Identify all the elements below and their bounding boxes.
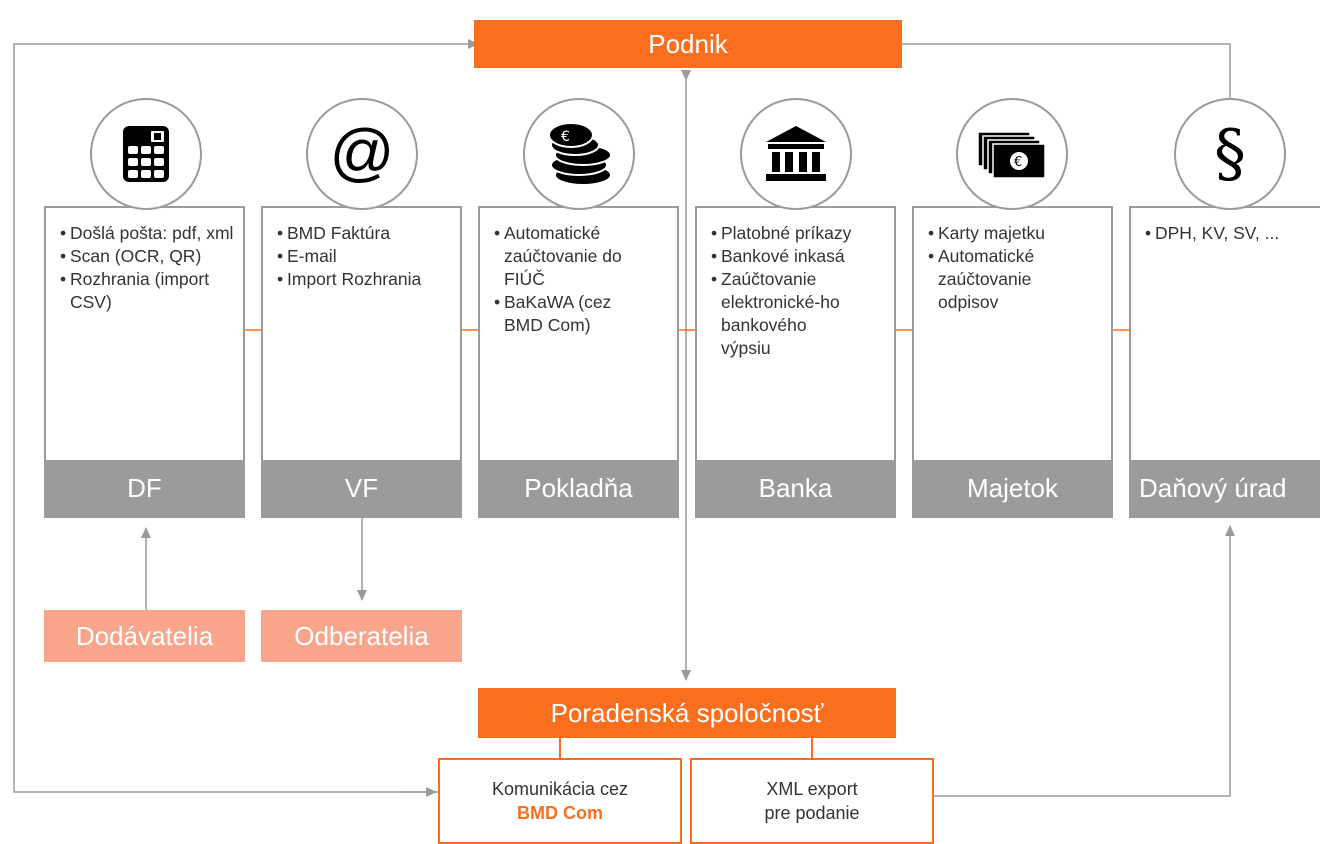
list-item: Automatické zaúčtovanie odpisov	[928, 245, 1061, 314]
svg-text:€: €	[1014, 155, 1022, 170]
list-item: Automatické zaúčtovanie do FIÚČ	[494, 222, 637, 291]
bank-building-icon	[766, 126, 826, 181]
calculator-icon	[123, 126, 169, 182]
podnik-label: Podnik	[648, 28, 728, 59]
list-item: Zaúčtovanie elektronické-ho bankového vý…	[711, 268, 854, 360]
xml-export-box: XML export pre podanie	[690, 758, 934, 844]
bank-circle	[740, 98, 852, 210]
banknotes-circle: €	[956, 98, 1068, 210]
advisor-label: Poradenská spoločnosť	[550, 697, 824, 728]
column-df-title: DF	[46, 460, 243, 516]
podnik-box: Podnik	[474, 20, 902, 68]
column-banka-title: Banka	[697, 460, 894, 516]
column-pokladna-list: Automatické zaúčtovanie do FIÚČ BaKaWA (…	[480, 208, 677, 337]
column-majetok-list: Karty majetku Automatické zaúčtovanie od…	[914, 208, 1111, 314]
bmd-com-label: BMD Com	[517, 803, 603, 823]
list-item: Scan (OCR, QR)	[60, 245, 243, 268]
paragraph-circle: §	[1174, 98, 1286, 210]
list-item: Import Rozhrania	[277, 268, 460, 291]
list-item: Bankové inkasá	[711, 245, 854, 268]
xml-export-line1: XML export	[766, 779, 858, 799]
column-banka: Platobné príkazy Bankové inkasá Zaúčtova…	[695, 206, 896, 518]
list-item: BMD Faktúra	[277, 222, 460, 245]
euro-coins-icon: €	[548, 122, 612, 186]
column-majetok-title: Majetok	[914, 460, 1111, 516]
column-danovy-title: Daňový úrad	[1131, 460, 1320, 516]
banknotes-icon: €	[977, 131, 1046, 179]
column-banka-list: Platobné príkazy Bankové inkasá Zaúčtova…	[697, 208, 894, 360]
column-pokladna: Automatické zaúčtovanie do FIÚČ BaKaWA (…	[478, 206, 679, 518]
column-vf-list: BMD Faktúra E-mail Import Rozhrania	[263, 208, 460, 291]
at-sign-icon: @	[329, 116, 395, 188]
list-item: Karty majetku	[928, 222, 1061, 245]
paragraph-icon: §	[1214, 117, 1246, 191]
customers-box: Odberatelia	[261, 610, 462, 662]
at-circle: @	[306, 98, 418, 210]
advisor-box: Poradenská spoločnosť	[478, 688, 896, 738]
communication-box: Komunikácia cez BMD Com	[438, 758, 682, 844]
suppliers-box: Dodávatelia	[44, 610, 245, 662]
column-majetok: Karty majetku Automatické zaúčtovanie od…	[912, 206, 1113, 518]
column-pokladna-title: Pokladňa	[480, 460, 677, 516]
column-vf: BMD Faktúra E-mail Import Rozhrania VF	[261, 206, 462, 518]
list-item: Došlá pošta: pdf, xml	[60, 222, 243, 245]
left-loop-arrow	[13, 39, 479, 793]
list-item: Rozhrania (import CSV)	[60, 268, 243, 314]
svg-text:€: €	[561, 129, 570, 145]
xml-to-tax-arrow	[934, 525, 1235, 797]
list-item: DPH, KV, SV, ...	[1145, 222, 1320, 245]
list-item: BaKaWA (cez BMD Com)	[494, 291, 637, 337]
column-vf-title: VF	[263, 460, 460, 516]
customers-label: Odberatelia	[294, 620, 429, 651]
suppliers-label: Dodávatelia	[75, 620, 214, 651]
podnik-to-tax-arrow	[902, 43, 1235, 109]
communication-line1: Komunikácia cez	[491, 779, 629, 799]
column-df: Došlá pošta: pdf, xml Scan (OCR, QR) Roz…	[44, 206, 245, 518]
column-danovy-urad: DPH, KV, SV, ... Daňový úrad	[1129, 206, 1320, 518]
calculator-circle	[90, 98, 202, 210]
list-item: E-mail	[277, 245, 460, 268]
column-df-list: Došlá pošta: pdf, xml Scan (OCR, QR) Roz…	[46, 208, 243, 314]
column-danovy-list: DPH, KV, SV, ...	[1131, 208, 1320, 245]
coins-circle: €	[523, 98, 635, 210]
list-item: Platobné príkazy	[711, 222, 854, 245]
xml-export-line2: pre podanie	[764, 803, 860, 823]
